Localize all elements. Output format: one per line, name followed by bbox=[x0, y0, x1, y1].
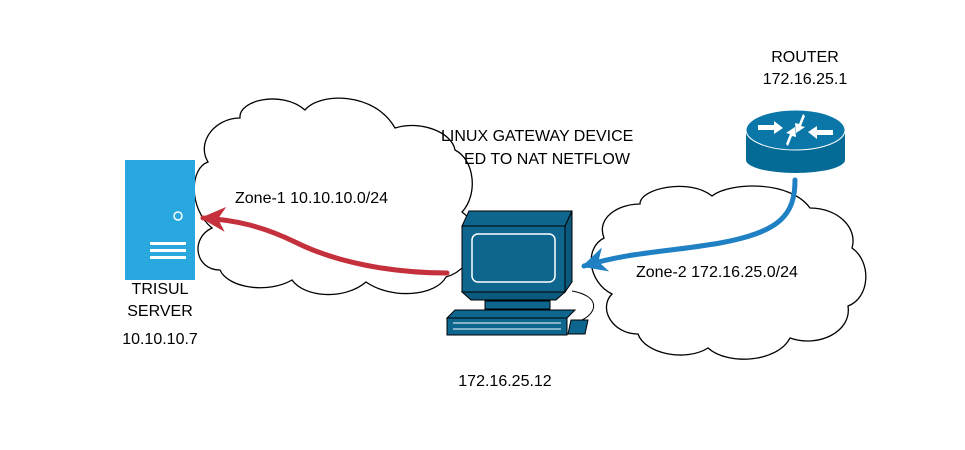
gateway-label-line1: LINUX GATEWAY DEVICE bbox=[441, 128, 633, 145]
gateway-label-line2: ED TO NAT NETFLOW bbox=[464, 151, 631, 168]
server-label-line1: TRISUL bbox=[132, 281, 189, 298]
zone1-label: Zone-1 10.10.10.0/24 bbox=[235, 190, 388, 207]
zone2-label: Zone-2 172.16.25.0/24 bbox=[636, 264, 798, 281]
zone2-cloud bbox=[590, 185, 867, 360]
server-label-line2: SERVER bbox=[127, 303, 193, 320]
zone1-arrow bbox=[200, 206, 450, 276]
server-ip: 10.10.10.7 bbox=[122, 331, 198, 348]
router-icon bbox=[745, 109, 846, 173]
zone2-arrow bbox=[581, 177, 798, 272]
server-icon bbox=[125, 160, 195, 280]
router-label: ROUTER bbox=[771, 49, 839, 66]
gateway-ip: 172.16.25.12 bbox=[458, 373, 552, 390]
computer-icon bbox=[445, 210, 594, 336]
router-ip: 172.16.25.1 bbox=[763, 71, 848, 88]
